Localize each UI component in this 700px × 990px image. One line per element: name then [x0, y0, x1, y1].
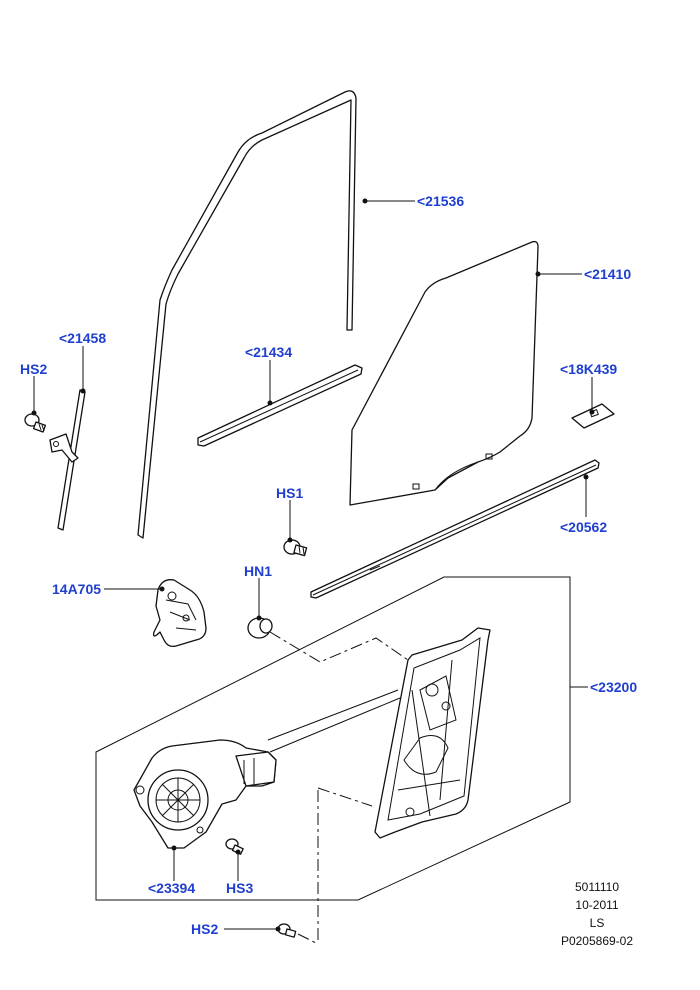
inner-belt-weatherstrip-part — [197, 364, 363, 447]
callout-14a705: 14A705 — [52, 581, 101, 597]
leader-lines — [31, 198, 595, 932]
screw-hs2-top-part — [24, 413, 47, 433]
reference-line-4: P0205869-02 — [561, 934, 633, 948]
reference-line-1: 5011110 — [575, 880, 619, 894]
callout-21536: <21536 — [417, 193, 464, 209]
callout-20562: <20562 — [560, 519, 607, 535]
window-regulator-part — [374, 627, 491, 839]
reference-line-2: 10-2011 — [575, 898, 618, 912]
regulator-assembly-boundary — [95, 576, 571, 901]
callout-21434: <21434 — [245, 344, 292, 360]
screw-hs2-bottom-part — [277, 923, 297, 938]
callout-hn1: HN1 — [244, 563, 272, 579]
callout-21410: <21410 — [584, 266, 631, 282]
glass-run-channel-part — [137, 90, 357, 539]
callout-hs3: HS3 — [226, 880, 253, 896]
regulator-motor-part — [133, 739, 277, 849]
callout-18k439: <18K439 — [560, 361, 617, 377]
label-18k439-part — [571, 403, 615, 429]
reference-line-3: LS — [590, 916, 605, 930]
assembly-lines — [267, 631, 409, 945]
screw-hs3-part — [225, 838, 244, 855]
bracket-14a705-part — [152, 579, 207, 648]
division-bar-part — [49, 389, 86, 531]
callout-hs1: HS1 — [276, 485, 303, 501]
callout-labels: <21536 <21410 <21458 HS2 <21434 <18K439 … — [20, 193, 637, 937]
callout-21458: <21458 — [59, 330, 106, 346]
bolt-hs1-part — [283, 539, 308, 557]
outer-belt-weatherstrip-part — [310, 459, 600, 599]
callout-hs2-top: HS2 — [20, 361, 47, 377]
reference-block: 5011110 10-2011 LS P0205869-02 — [561, 880, 633, 948]
nut-hn1-part — [247, 617, 273, 639]
door-window-glass-part — [349, 240, 539, 506]
callout-23394: <23394 — [148, 880, 195, 896]
callout-23200: <23200 — [590, 679, 637, 695]
callout-hs2-bottom: HS2 — [191, 921, 218, 937]
